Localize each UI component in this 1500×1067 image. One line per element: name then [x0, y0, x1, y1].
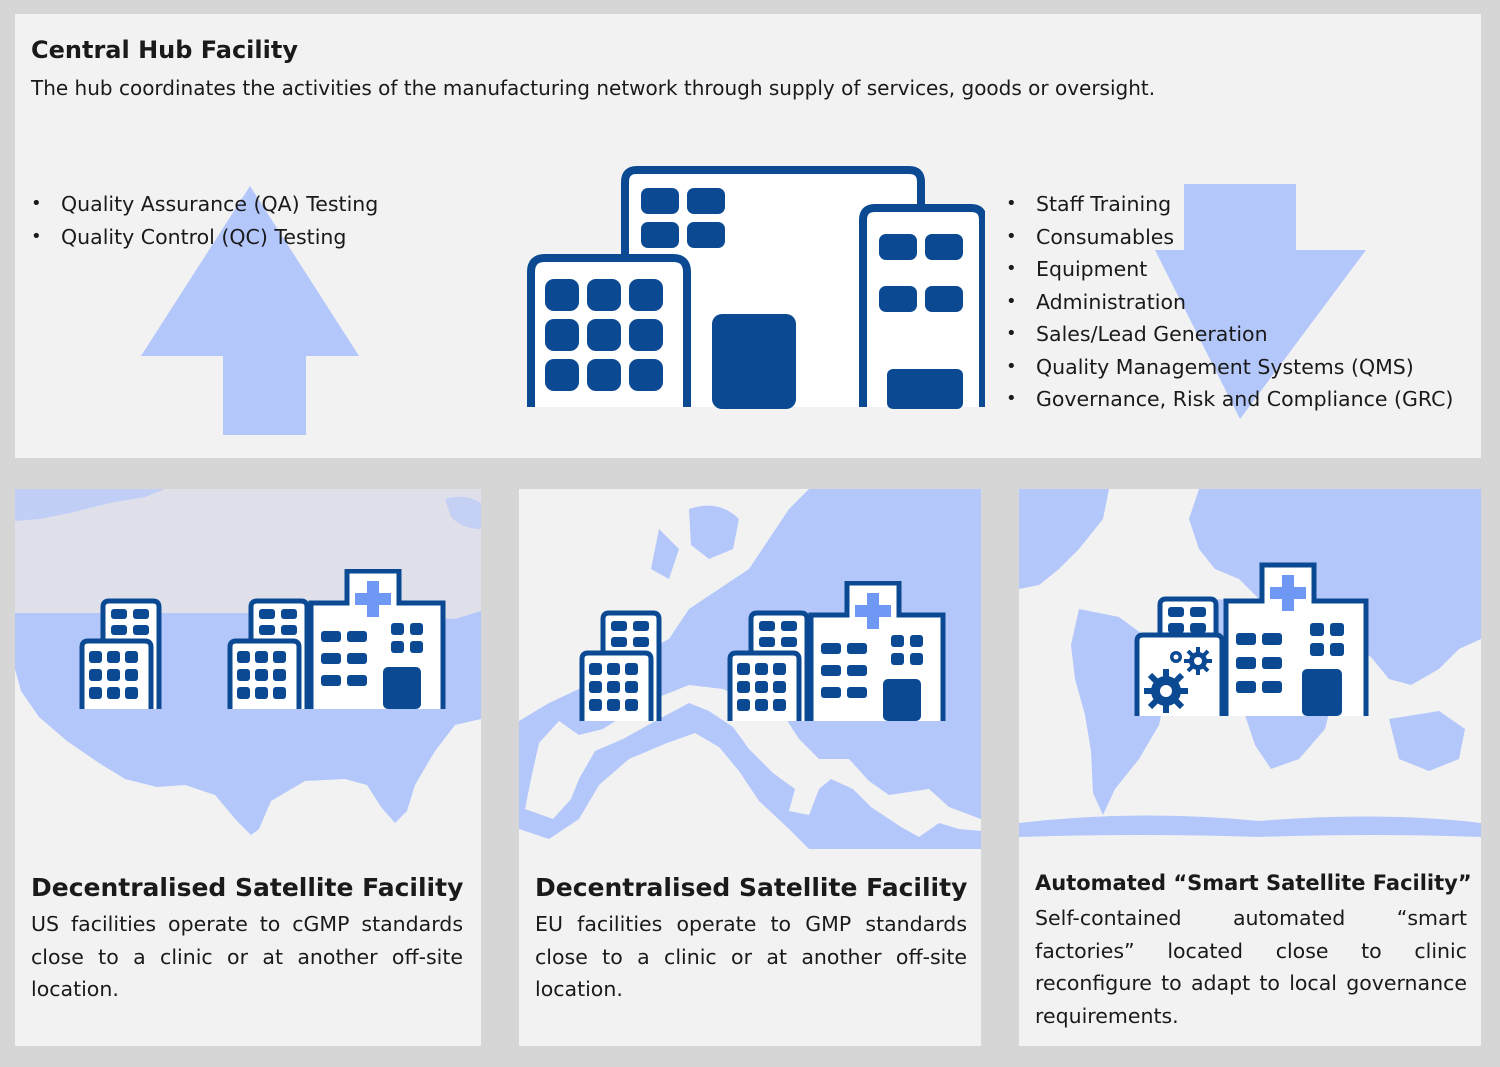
- satellite-description: EU facilities operate to GMP standards c…: [535, 912, 967, 1001]
- list-item: Sales/Lead Generation: [1006, 318, 1453, 351]
- satellite-description: US facilities operate to cGMP standards …: [31, 912, 463, 1001]
- eu-satellite-panel: Decentralised Satellite Facility EU faci…: [519, 489, 981, 1046]
- gears-icon: [1144, 647, 1212, 713]
- hub-description: The hub coordinates the activities of th…: [31, 76, 1156, 100]
- hospital-buildings-icon: [79, 569, 446, 709]
- satellite-title: Automated “Smart Satellite Facility”: [1035, 871, 1472, 895]
- list-item: Quality Management Systems (QMS): [1006, 351, 1453, 384]
- office-buildings-icon: [527, 166, 985, 409]
- up-arrow-icon: [141, 186, 359, 435]
- list-item: Quality Control (QC) Testing: [31, 221, 378, 254]
- world-map-graphic: [1019, 489, 1481, 837]
- list-item: Staff Training: [1006, 188, 1453, 221]
- us-satellite-panel: Decentralised Satellite Facility US faci…: [15, 489, 481, 1046]
- list-item: Quality Assurance (QA) Testing: [31, 188, 378, 221]
- list-item: Administration: [1006, 286, 1453, 319]
- list-item: Consumables: [1006, 221, 1453, 254]
- hospital-buildings-icon: [1134, 562, 1369, 716]
- hub-title: Central Hub Facility: [31, 36, 298, 64]
- hub-testing-list: Quality Assurance (QA) Testing Quality C…: [31, 188, 378, 253]
- smart-satellite-panel: Automated “Smart Satellite Facility” Sel…: [1019, 489, 1481, 1046]
- satellite-description: Self-contained automated “smart factorie…: [1035, 906, 1467, 1028]
- satellite-title: Decentralised Satellite Facility: [535, 873, 968, 902]
- hub-services-list: Staff Training Consumables Equipment Adm…: [1006, 188, 1453, 416]
- hospital-buildings-icon: [579, 581, 946, 721]
- list-item: Equipment: [1006, 253, 1453, 286]
- central-hub-panel: Central Hub Facility The hub coordinates…: [15, 14, 1481, 458]
- list-item: Governance, Risk and Compliance (GRC): [1006, 383, 1453, 416]
- satellite-title: Decentralised Satellite Facility: [31, 873, 464, 902]
